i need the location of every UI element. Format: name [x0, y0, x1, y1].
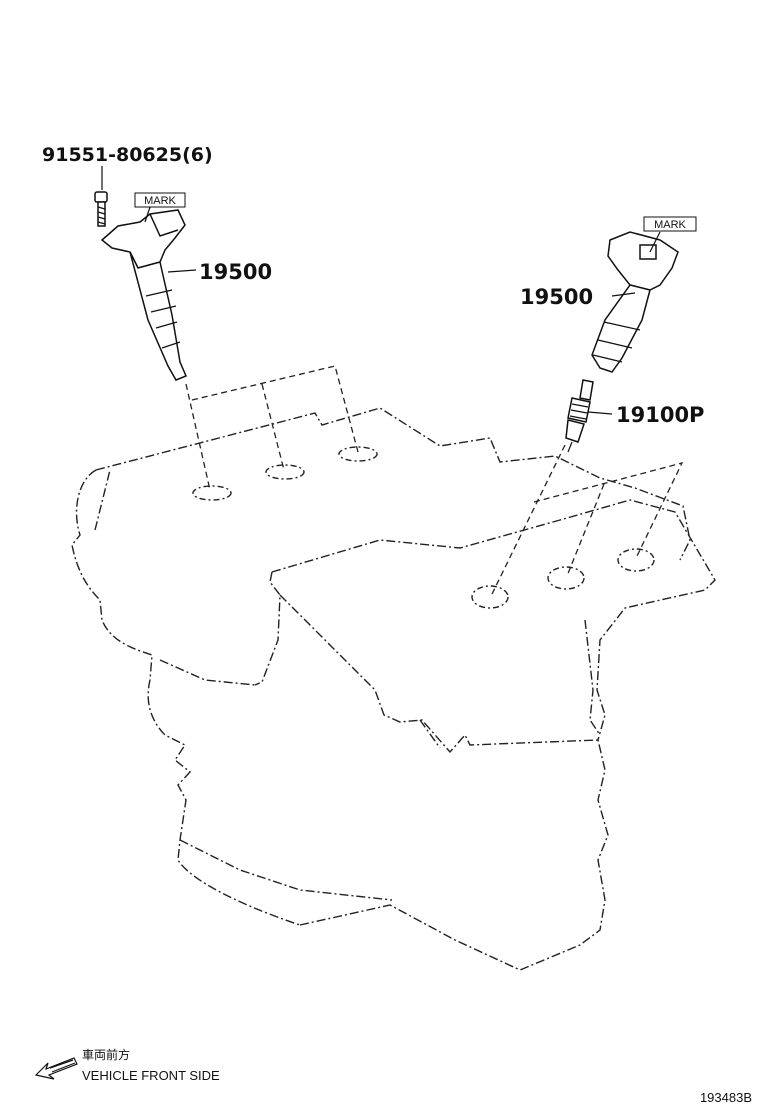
installation-lines: [185, 365, 684, 595]
bolt-part-number: 91551-80625(6): [42, 144, 213, 166]
mark-box-left: [134, 192, 186, 208]
leader-lines: [101, 166, 661, 415]
ignition-coil-left: [100, 209, 187, 381]
drawing-number: 193483B: [700, 1090, 752, 1105]
engine-outline: [71, 407, 716, 971]
coil-left-part-number: 19500: [199, 260, 272, 284]
vehicle-front-label-jp: 車両前方: [82, 1047, 130, 1062]
bolt-part: [94, 191, 108, 227]
arrow-down-left-icon: [34, 1057, 78, 1080]
mark-label-right: MARK: [654, 219, 686, 231]
coil-right-part-number: 19500: [520, 285, 593, 309]
spark-plug: [565, 379, 594, 453]
spark-plug-part-number: 19100P: [616, 403, 704, 427]
ignition-coil-right: [591, 231, 679, 373]
mark-label-left: MARK: [144, 195, 176, 207]
vehicle-front-label-en: VEHICLE FRONT SIDE: [82, 1068, 220, 1083]
plug-holes: [192, 446, 655, 609]
mark-box-right: [643, 216, 697, 232]
